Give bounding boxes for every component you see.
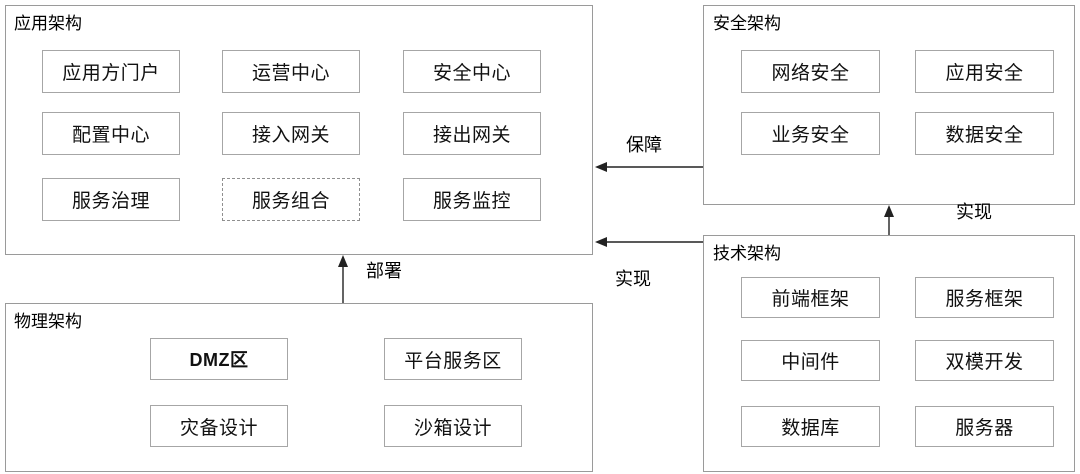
node-disaster-recovery-design[interactable]: 灾备设计 [150,405,288,447]
connector-physical-to-application [338,255,348,303]
node-operation-center[interactable]: 运营中心 [222,50,360,93]
panel-title-technology: 技术架构 [713,244,781,263]
connector-technology-to-application [595,237,703,247]
node-application-security[interactable]: 应用安全 [915,50,1054,93]
edge-label-baozhang: 保障 [626,135,662,155]
connector-security-to-application [595,162,703,172]
edge-label-shixian-vertical: 实现 [956,202,992,222]
node-platform-service-zone[interactable]: 平台服务区 [384,338,522,380]
node-service-composition[interactable]: 服务组合 [222,178,360,221]
node-service-framework[interactable]: 服务框架 [915,277,1054,318]
node-middleware[interactable]: 中间件 [741,340,880,381]
node-egress-gateway[interactable]: 接出网关 [403,112,541,155]
panel-title-application: 应用架构 [14,14,82,33]
node-business-security[interactable]: 业务安全 [741,112,880,155]
node-service-governance[interactable]: 服务治理 [42,178,180,221]
node-dual-mode-development[interactable]: 双模开发 [915,340,1054,381]
node-security-center[interactable]: 安全中心 [403,50,541,93]
node-sandbox-design[interactable]: 沙箱设计 [384,405,522,447]
node-frontend-framework[interactable]: 前端框架 [741,277,880,318]
node-ingress-gateway[interactable]: 接入网关 [222,112,360,155]
node-data-security[interactable]: 数据安全 [915,112,1054,155]
panel-title-physical: 物理架构 [14,312,82,331]
panel-security-architecture [703,5,1075,205]
node-dmz-zone[interactable]: DMZ区 [150,338,288,380]
edge-label-bushu: 部署 [366,261,402,281]
node-server[interactable]: 服务器 [915,406,1054,447]
connector-technology-to-security [884,205,894,235]
node-config-center[interactable]: 配置中心 [42,112,180,155]
node-network-security[interactable]: 网络安全 [741,50,880,93]
node-database[interactable]: 数据库 [741,406,880,447]
panel-title-security: 安全架构 [713,14,781,33]
node-application-portal[interactable]: 应用方门户 [42,50,180,93]
node-service-monitoring[interactable]: 服务监控 [403,178,541,221]
edge-label-shixian-horizontal: 实现 [615,269,651,289]
